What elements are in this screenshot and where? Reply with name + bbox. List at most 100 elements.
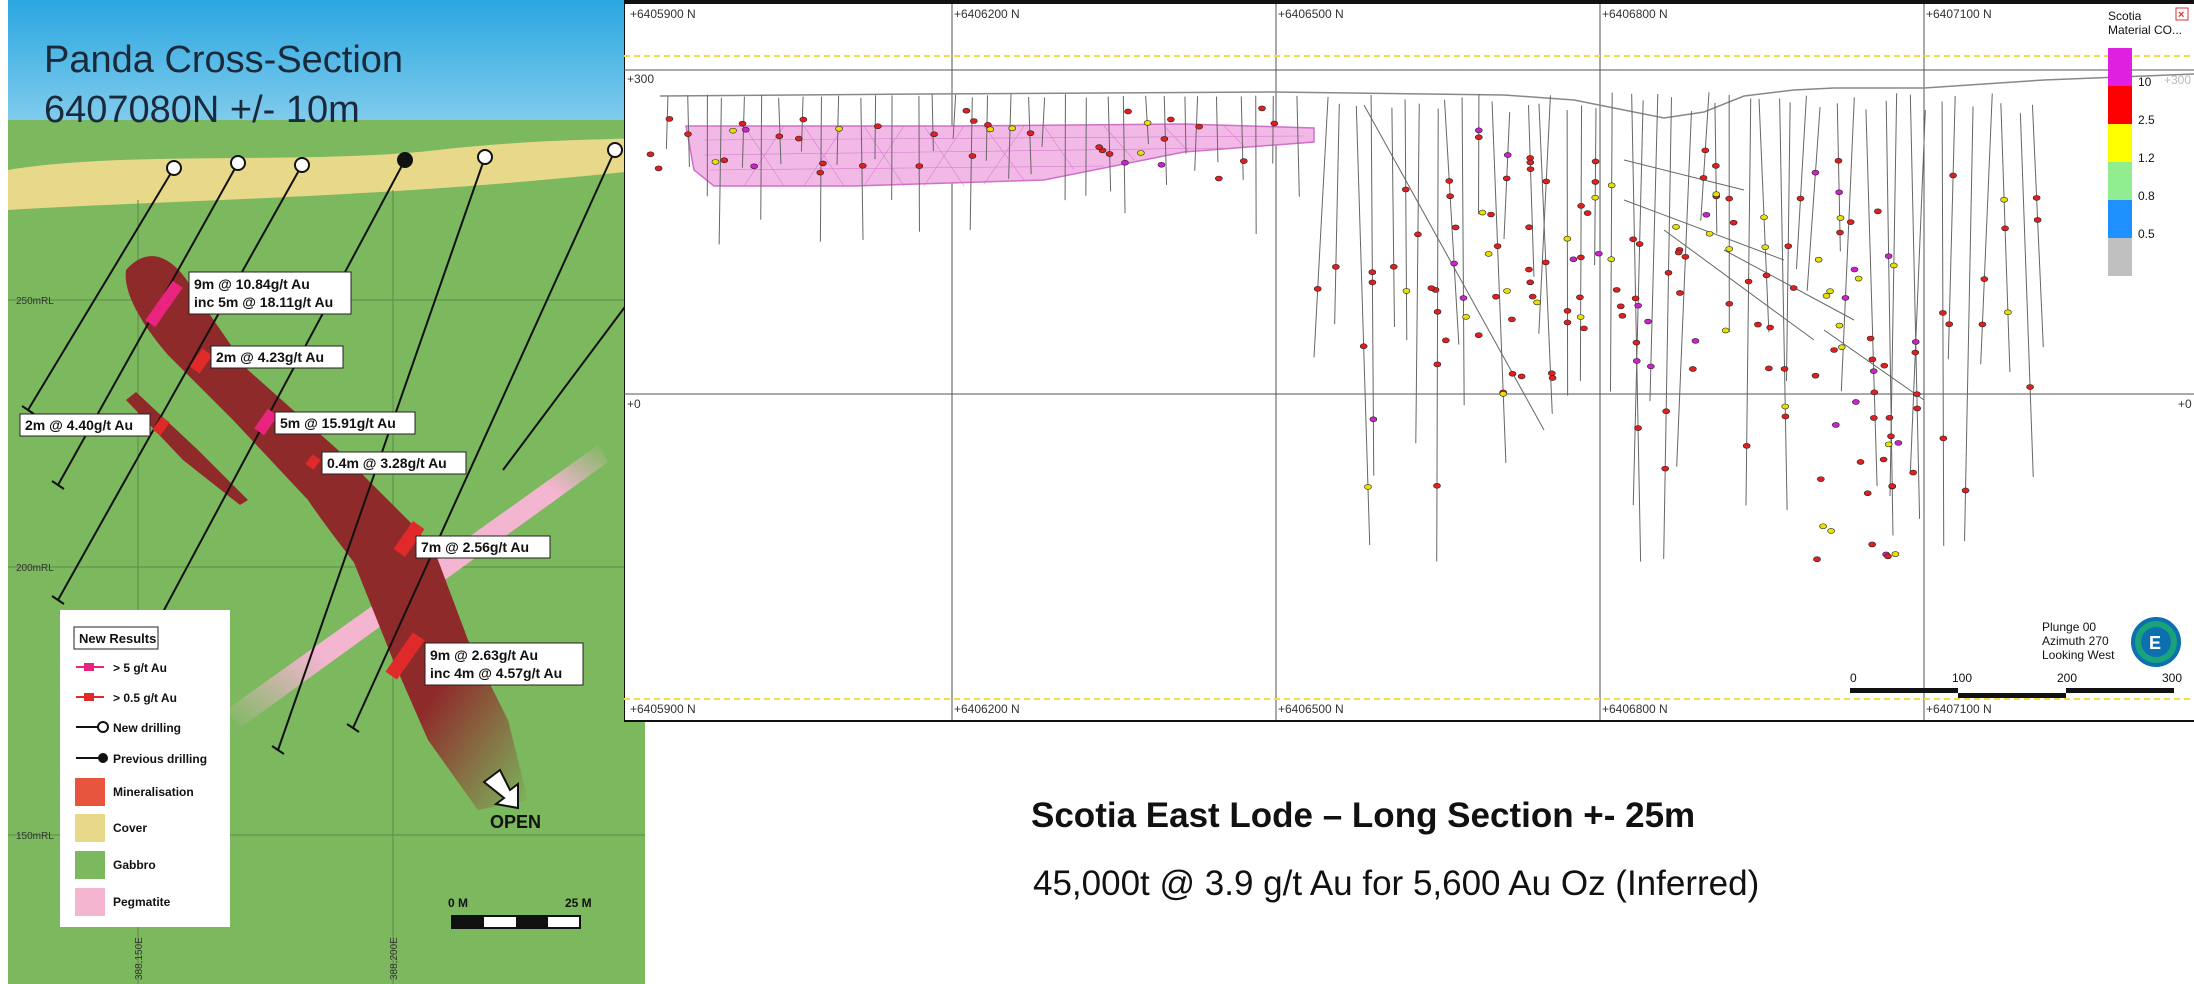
sample-marker	[1493, 243, 1502, 249]
sample-marker	[1143, 120, 1152, 126]
legend-item: Gabbro	[113, 858, 156, 872]
section-limit-lines	[624, 55, 2194, 700]
sample-marker	[1629, 236, 1637, 243]
low-grade-intercept	[385, 632, 425, 680]
sample-marker	[720, 157, 729, 164]
sample-marker	[962, 107, 971, 114]
sample-marker	[1870, 389, 1879, 396]
low-grade-intercept	[393, 521, 425, 557]
northing-label: +6406500 N	[1278, 702, 1344, 716]
drill-trace	[1334, 103, 1340, 325]
open-label: OPEN	[490, 812, 541, 832]
intercept-label-box	[19, 413, 151, 437]
sample-marker	[1781, 403, 1790, 410]
scale-tick-label: 100	[1952, 671, 1972, 685]
drill-trace	[1909, 94, 1921, 519]
sample-marker	[1813, 556, 1821, 563]
sample-marker	[1913, 391, 1921, 397]
scale-bar-segment	[1850, 688, 1958, 693]
close-icon[interactable]	[2175, 7, 2189, 21]
drill-trace	[1272, 95, 1274, 164]
sample-marker	[1542, 178, 1551, 185]
grade-legend-subtitle: Material CO...	[2108, 23, 2182, 37]
sample-marker	[1811, 372, 1820, 379]
drill-trace	[1313, 96, 1329, 358]
drill-trace	[931, 94, 934, 152]
sample-marker	[1885, 414, 1894, 421]
elevation-label: +0	[627, 397, 641, 411]
sample-marker	[1576, 294, 1584, 301]
drill-trace	[1122, 95, 1126, 214]
sample-marker	[1699, 175, 1708, 181]
grade-break-label: 1.2	[2138, 151, 2155, 165]
sample-marker	[1884, 553, 1892, 560]
intercept-label: 5m @ 15.91g/t Au	[280, 415, 396, 431]
sample-marker	[1880, 362, 1889, 369]
sample-marker	[1503, 152, 1512, 158]
sample-marker	[1841, 295, 1850, 301]
high-grade-intercept	[145, 280, 183, 328]
sample-marker	[729, 127, 737, 134]
sample-marker	[986, 126, 995, 133]
sample-marker	[1826, 288, 1834, 295]
rl-label-200: 200mRL	[16, 563, 54, 574]
long-section-figure: +6405900 N +6406200 N +6406500 N +640680…	[624, 0, 2194, 722]
sample-marker	[1887, 433, 1895, 440]
sample-marker	[1442, 337, 1450, 344]
sample-marker	[1634, 302, 1642, 309]
rl-label-250: 250mRL	[16, 296, 54, 307]
sample-marker	[1888, 483, 1897, 489]
cross-section-title: Panda Cross-Section	[44, 39, 403, 81]
sample-marker	[1595, 250, 1603, 257]
sample-marker	[1834, 157, 1843, 164]
intercept-label: inc 4m @ 4.57g/t Au	[430, 665, 562, 681]
sample-marker	[1891, 551, 1900, 557]
drill-trace	[1823, 329, 1925, 401]
sample-marker	[1577, 254, 1585, 261]
grade-break-label: 0.8	[2138, 189, 2155, 203]
sample-marker	[1850, 266, 1859, 273]
sample-marker	[1672, 224, 1680, 230]
sample-marker	[1789, 285, 1798, 291]
sample-marker	[1389, 263, 1398, 270]
drill-trace	[1538, 103, 1553, 414]
sample-marker	[1949, 172, 1957, 179]
sample-marker	[858, 162, 867, 169]
sample-marker	[1725, 246, 1734, 252]
sample-marker	[1761, 244, 1770, 250]
cross-section-legend: New Results > 5 g/t Au > 0.5 g/t Au New …	[60, 610, 230, 927]
intercept-label-box	[274, 411, 416, 435]
drill-trace	[1980, 93, 1993, 365]
sample-marker	[1837, 344, 1846, 350]
drill-hole-end-ticks	[21, 405, 360, 755]
sample-marker	[2004, 309, 2012, 316]
sample-marker	[1414, 231, 1422, 238]
grade-swatch-2_5	[2108, 86, 2132, 124]
sample-marker	[1446, 193, 1454, 199]
drill-trace	[741, 96, 745, 168]
drill-trace	[1947, 95, 1956, 360]
sample-marker	[1634, 425, 1642, 431]
sample-marker	[2032, 195, 2041, 201]
compass-letter: E	[2149, 633, 2161, 653]
sample-marker	[1835, 322, 1844, 329]
sample-marker	[1487, 211, 1495, 218]
sample-marker	[1462, 314, 1470, 320]
drill-trace	[665, 96, 669, 149]
sample-marker	[1124, 108, 1132, 115]
intercept-markers	[145, 280, 425, 680]
sample-marker	[1911, 339, 1920, 345]
legend-title: New Results	[79, 631, 156, 646]
bottom-border	[624, 720, 2194, 722]
low-grade-intercept	[152, 416, 170, 436]
sample-marker	[1459, 295, 1468, 301]
new-drill-collar	[294, 157, 310, 173]
sample-marker	[1822, 293, 1831, 299]
sample-marker	[1765, 365, 1773, 372]
sample-marker	[1830, 347, 1838, 353]
drill-trace	[1941, 101, 1945, 546]
sample-marker	[816, 169, 825, 176]
sample-marker	[1868, 356, 1877, 363]
sample-marker	[1852, 399, 1860, 405]
sample-marker	[1433, 309, 1442, 315]
